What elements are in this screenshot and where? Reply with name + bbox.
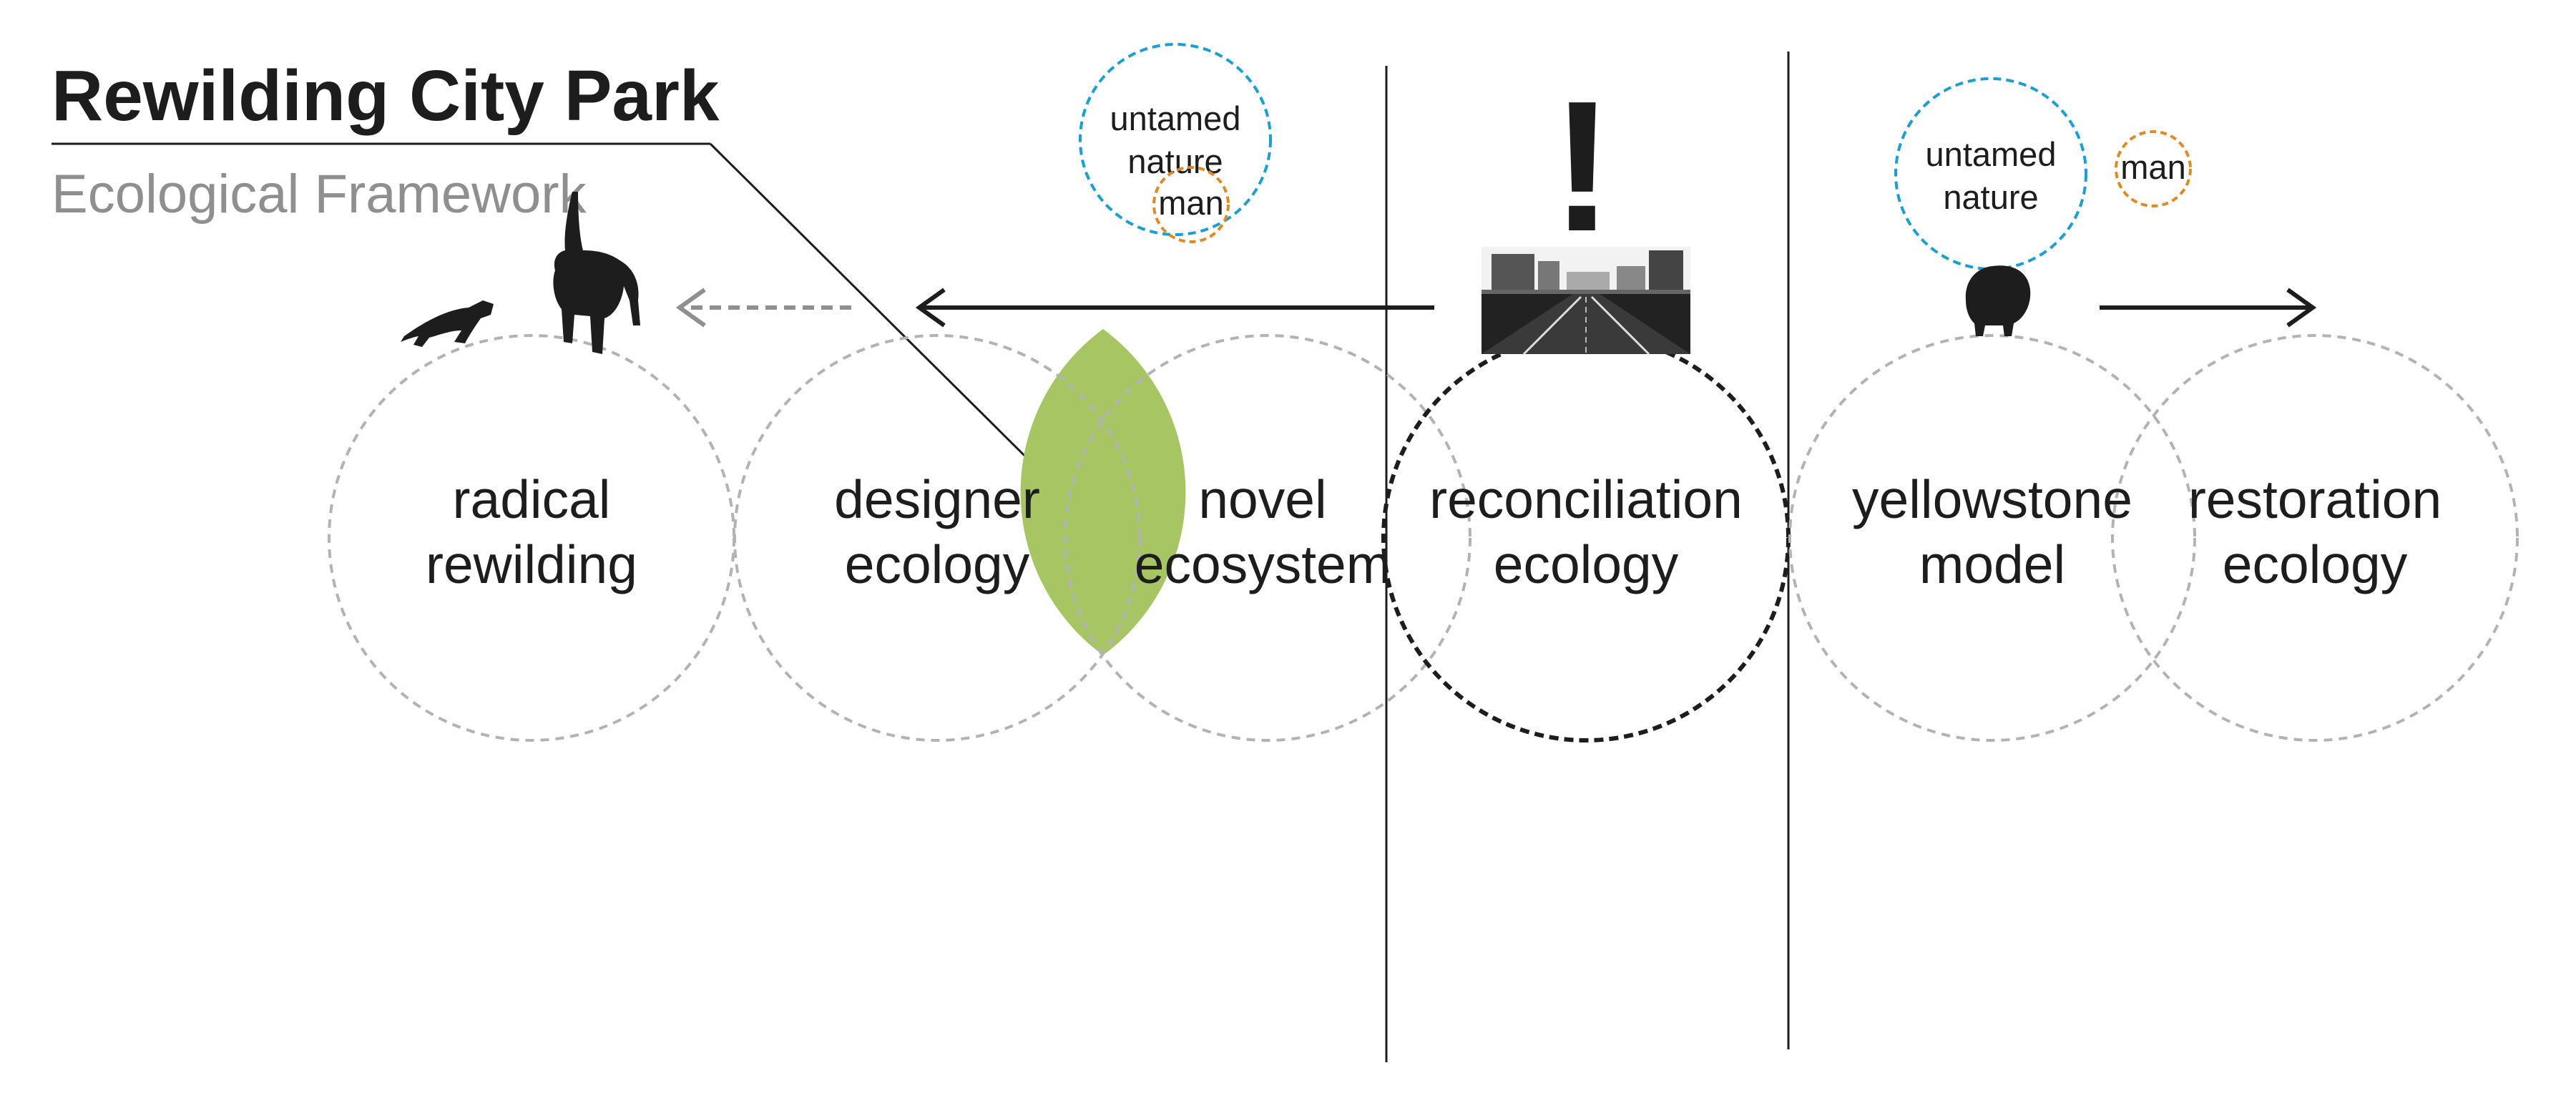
untamed-nature-circle-right: [1894, 77, 2087, 270]
label-novel-line1: novel: [1198, 469, 1326, 529]
untamed-right-line1: untamed: [1926, 135, 2057, 173]
untamed-left-line2: nature: [1127, 142, 1223, 180]
label-yellowstone-line1: yellowstone: [1852, 469, 2132, 529]
page-title: Rewilding City Park: [52, 56, 720, 136]
circle-designer-ecology: [733, 334, 1141, 742]
arrow-left-dashed: [675, 288, 851, 328]
arrow-left-solid: [915, 288, 1434, 328]
untamed-right-line2: nature: [1943, 178, 2038, 216]
label-yellowstone-line2: model: [1919, 534, 2065, 594]
man-circle-right: [2115, 130, 2192, 207]
elephant-icon: [553, 192, 640, 354]
label-reconciliation-line1: reconciliation: [1429, 469, 1743, 529]
untamed-left-line1: untamed: [1110, 99, 1241, 137]
designer-novel-overlap: [1020, 329, 1186, 655]
circle-yellowstone-model: [1788, 334, 2196, 742]
man-circle-left: [1152, 166, 1230, 243]
man-left-label: man: [1158, 184, 1223, 222]
arrow-right-solid: [2100, 288, 2317, 328]
circle-novel-ecosystem: [1064, 334, 1471, 742]
label-novel-line2: ecosystem: [1135, 534, 1391, 594]
circle-restoration-ecology: [2111, 334, 2519, 742]
label-restoration-line1: restoration: [2188, 469, 2442, 529]
page-subtitle: Ecological Framework: [52, 164, 587, 225]
exclamation-mark: !: [1552, 63, 1614, 270]
label-designer-line1: designer: [834, 469, 1040, 529]
label-designer-line2: ecology: [845, 534, 1030, 594]
untamed-nature-circle-left: [1079, 43, 1272, 236]
label-radical-line2: rewilding: [426, 534, 637, 594]
city-street-photo: [1482, 247, 1690, 356]
cheetah-icon: [401, 300, 494, 347]
man-right-label: man: [2120, 148, 2185, 186]
bison-icon: [1965, 265, 2031, 336]
label-restoration-line2: ecology: [2223, 534, 2408, 594]
label-reconciliation-line2: ecology: [1494, 534, 1679, 594]
label-radical-line1: radical: [453, 469, 611, 529]
